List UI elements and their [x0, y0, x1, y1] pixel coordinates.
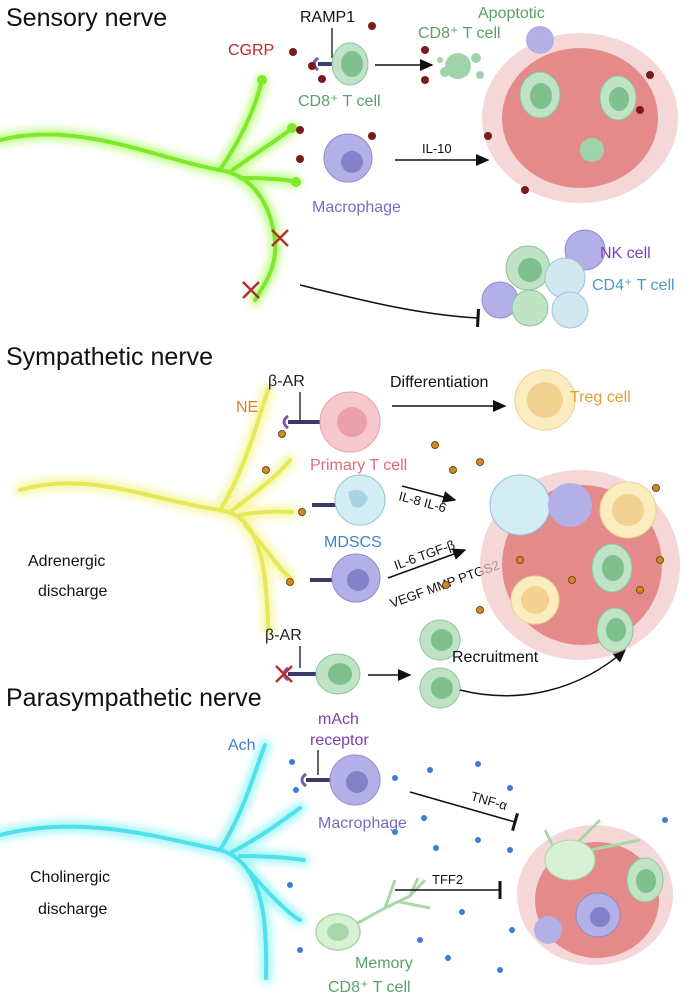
inhibition-arrow [299, 284, 480, 328]
adrenergic-label: Adrenergic [28, 553, 105, 570]
primary-t-cell-label: Primary T cell [310, 457, 407, 474]
tumor-mass-1 [482, 26, 678, 203]
memory-cd8-t-cell [315, 877, 431, 951]
memory-cd8-label: CD8⁺ T cell [328, 979, 411, 996]
mach-label: mAch [318, 711, 359, 728]
block-cross-icon [242, 229, 289, 299]
recruited-t-cells [419, 619, 461, 709]
memory-label: Memory [355, 955, 413, 972]
sympathetic-nerve [14, 384, 298, 636]
treg-cell [514, 369, 576, 431]
ne-dots [262, 430, 664, 614]
apoptotic-cell-fragments [437, 53, 484, 79]
beta-ar-label-1: β-AR [268, 373, 305, 390]
macrophage-label: Macrophage [312, 199, 401, 216]
parasympathetic-title: Parasympathetic nerve [6, 684, 262, 712]
parasympathetic-nerve [0, 739, 310, 984]
sensory-nerve [0, 74, 302, 306]
cgrp-label: CGRP [228, 42, 274, 59]
sensory-title: Sensory nerve [6, 4, 167, 32]
recruitment-label: Recruitment [452, 649, 539, 666]
tumor-mass-3 [517, 818, 673, 965]
il10-label: IL-10 [422, 141, 452, 156]
blocked-t-cell [275, 653, 361, 695]
apoptotic-label: Apoptotic [478, 5, 545, 22]
il6-tgf-label: IL-6 TGF-β [392, 537, 457, 573]
mdscs-cell [312, 474, 386, 526]
macrophage-label-2: Macrophage [318, 815, 407, 832]
cd4-label: CD4⁺ T cell [592, 277, 675, 294]
primary-t-cell [282, 391, 381, 453]
differentiation-label: Differentiation [390, 374, 488, 391]
ramp1-label: RAMP1 [300, 9, 355, 26]
mach-receptor-label: receptor [310, 732, 369, 749]
nk-cell-label: NK cell [600, 245, 651, 262]
beta-ar-label-2: β-AR [265, 627, 302, 644]
cd8-label: CD8⁺ T cell [298, 93, 381, 110]
mdscs-label: MDSCS [324, 534, 382, 551]
sympathetic-title: Sympathetic nerve [6, 343, 213, 371]
macrophage [323, 133, 373, 183]
il8-il6-label: IL-8 IL-6 [397, 488, 448, 515]
macrophage-parasympathetic [300, 754, 381, 806]
treg-label: Treg cell [570, 389, 631, 406]
ach-dots [287, 759, 668, 973]
cholinergic-discharge-label: discharge [38, 901, 107, 918]
ach-label: Ach [228, 737, 256, 754]
tnf-alpha-label: TNF-α [469, 788, 509, 813]
ne-label: NE [236, 399, 258, 416]
adrenergic-discharge-label: discharge [38, 583, 107, 600]
cgrp-dots [289, 22, 654, 194]
cholinergic-label: Cholinergic [30, 869, 110, 886]
apoptotic-cd8-label: CD8⁺ T cell [418, 25, 501, 42]
tumor-mass-2 [480, 470, 680, 660]
nk-cd4-cell-cluster [481, 229, 606, 329]
macrophage-sympathetic [310, 553, 381, 603]
tff2-label: TFF2 [432, 872, 463, 887]
